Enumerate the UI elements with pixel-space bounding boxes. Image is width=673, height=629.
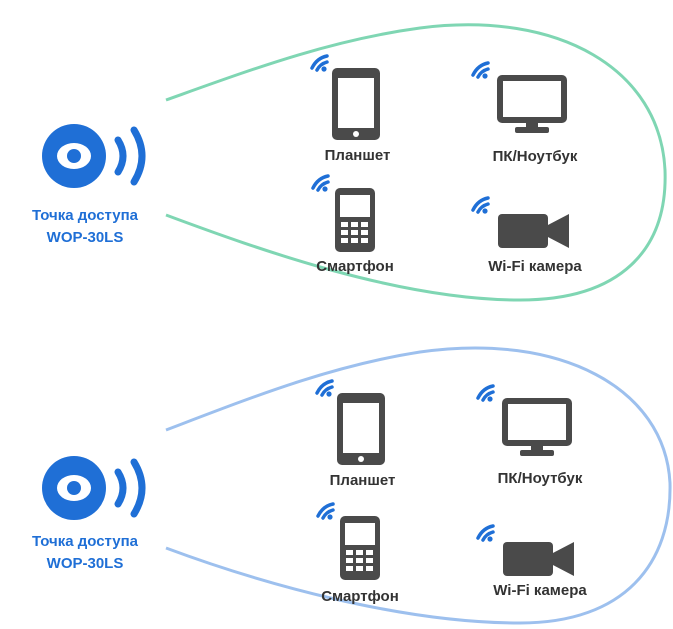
tablet-icon (315, 379, 385, 465)
monitor-icon (471, 61, 567, 133)
access-point: Точка доступа WOP-30LS (0, 118, 170, 258)
device-camera: Wi-Fi камера (465, 190, 605, 280)
access-point-label-line2: WOP-30LS (46, 229, 124, 246)
access-point: Точка доступа WOP-30LS (0, 450, 170, 590)
device-label-smartphone: Смартфон (321, 588, 399, 605)
device-tablet: Планшет (305, 48, 425, 168)
monitor-icon (476, 384, 572, 456)
device-camera: Wi-Fi камера (470, 518, 610, 608)
device-pc: ПК/Ноутбук (465, 55, 605, 165)
network-group-2: Точка доступа WOP-30LS Планшет ПК/Ноутб (0, 318, 673, 628)
camera-icon (476, 524, 574, 576)
coverage-outline (165, 23, 667, 302)
device-tablet: Планшет (310, 373, 430, 493)
device-smartphone: Смартфон (305, 498, 425, 608)
device-pc: ПК/Ноутбук (470, 378, 610, 488)
device-label-pc: ПК/Ноутбук (492, 148, 578, 165)
network-group-1: Точка доступа WOP-30LS Планшет ПК/Ноутб (0, 0, 673, 310)
smartphone-icon (311, 174, 375, 252)
smartphone-icon (316, 502, 380, 580)
device-label-camera: Wi-Fi камера (488, 258, 582, 275)
device-label-smartphone: Смартфон (316, 258, 394, 275)
tablet-icon (310, 54, 380, 140)
device-smartphone: Смартфон (300, 170, 420, 280)
device-label-tablet: Планшет (329, 472, 396, 489)
device-label-tablet: Планшет (324, 147, 391, 164)
access-point-icon (42, 124, 146, 188)
access-point-label-line1: Точка доступа (31, 207, 139, 224)
access-point-icon (42, 456, 146, 520)
device-label-camera: Wi-Fi камера (493, 582, 587, 599)
device-label-pc: ПК/Ноутбук (497, 470, 583, 487)
access-point-label-line1: Точка доступа (31, 533, 139, 550)
access-point-label-line2: WOP-30LS (46, 555, 124, 572)
camera-icon (471, 196, 569, 248)
coverage-outline (165, 346, 672, 625)
